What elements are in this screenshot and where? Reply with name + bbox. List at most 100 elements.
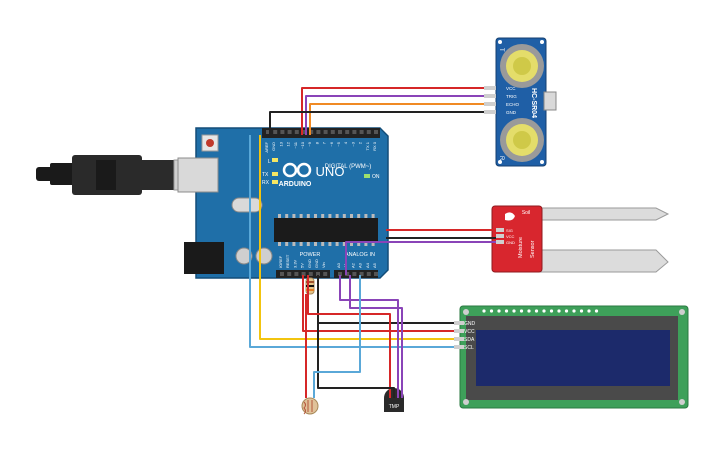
- wire-temp-gnd: [317, 323, 395, 398]
- power-header-label: POWER: [300, 252, 321, 258]
- crystal-icon: [231, 197, 263, 213]
- header-pin: [345, 272, 350, 276]
- top-pin-label: ~9: [307, 141, 312, 146]
- soil-pin-label: GND: [506, 240, 515, 245]
- header-pin: [273, 130, 278, 134]
- header-pin: [309, 130, 314, 134]
- lcd-pin-label: SDA: [464, 337, 475, 343]
- analog-pin-label: A2: [350, 262, 355, 268]
- wire-ultrasonic-vcc: [301, 87, 484, 135]
- photoresistor: [301, 397, 319, 415]
- top-pin-label: 2: [358, 141, 363, 144]
- header-pin: [287, 272, 292, 276]
- power-pin-label: RESET: [285, 254, 290, 268]
- ultrasonic-pin: [484, 102, 496, 106]
- wire-temp-vcc: [307, 275, 391, 398]
- top-pin-label: ~6: [329, 141, 334, 146]
- soil-probe: [539, 207, 670, 221]
- wire-lcd-scl: [249, 135, 454, 348]
- header-pin: [338, 272, 342, 276]
- soil-probe: [539, 249, 669, 273]
- lcd-pin: [454, 337, 464, 341]
- top-pin-label: 13: [278, 141, 283, 146]
- ultrasonic-side-label-r: R: [498, 156, 504, 161]
- power-pin-label: GND: [307, 259, 312, 268]
- power-pin-label: IOREF: [278, 255, 283, 268]
- header-pin: [352, 130, 357, 134]
- soil-pin: [496, 234, 504, 238]
- power-pin-label: 3.3V: [292, 259, 297, 268]
- led-label-l: L: [268, 159, 271, 165]
- top-pin-label: ~5: [336, 141, 341, 146]
- digital-header-label: DIGITAL (PWM~): [325, 164, 372, 170]
- arduino-brand: ARDUINO: [279, 181, 312, 188]
- top-pin-label: 7: [322, 141, 327, 144]
- wire-temp-signal-2: [349, 275, 403, 398]
- header-pin: [287, 130, 292, 134]
- arduino-model: UNO: [316, 164, 345, 179]
- header-pin: [280, 272, 284, 276]
- ultrasonic-model: HC-SR04: [530, 88, 537, 118]
- top-pin-label: TX 1: [365, 141, 370, 150]
- header-pin: [359, 130, 364, 134]
- top-pin-label: 12: [286, 141, 291, 146]
- header-pin: [330, 130, 335, 134]
- header-pin: [374, 272, 378, 276]
- top-pin-label: ~11: [293, 141, 298, 148]
- lcd-pin-label: SCL: [464, 345, 474, 351]
- header-pin: [294, 130, 299, 134]
- ultrasonic-pin: [484, 94, 496, 98]
- header-pin: [280, 130, 285, 134]
- wire-ultrasonic-gnd: [269, 111, 484, 135]
- wire-ldr-signal: [313, 275, 361, 398]
- ultrasonic-pin-label: VCC: [506, 86, 516, 91]
- capacitor-icon: [255, 247, 273, 265]
- power-jack: [184, 242, 224, 274]
- header-pin: [308, 272, 313, 276]
- header-pin: [366, 130, 371, 134]
- header-pin: [316, 130, 321, 134]
- lcd-pin-label: VCC: [464, 329, 475, 335]
- lcd-module: GND VCC SDA SCL: [454, 305, 689, 409]
- ultrasonic-pin-label: TRIG: [506, 94, 517, 99]
- header-pin: [359, 272, 364, 276]
- wire-ultrasonic-trig: [305, 95, 484, 135]
- transducer-icon: [500, 118, 544, 162]
- soil-pin-label: VCC: [506, 234, 515, 239]
- temp-sensor-label: TMP: [389, 404, 400, 410]
- analog-pin-label: A5: [372, 262, 377, 268]
- wire-ultrasonic-echo: [309, 103, 484, 135]
- lcd-pin-label: GND: [464, 321, 476, 327]
- ultrasonic-pin-label: ECHO: [506, 102, 520, 107]
- wire-soil-sig: [345, 241, 496, 275]
- header-pin: [294, 272, 299, 276]
- wire-lcd-vcc: [302, 275, 454, 332]
- header-pin: [266, 130, 270, 134]
- soil-pin-label: SIG: [506, 228, 513, 233]
- power-pin-label: GND: [314, 259, 319, 268]
- ultrasonic-pin: [484, 110, 496, 114]
- power-pin-label: Vin: [321, 262, 326, 268]
- analog-pin-label: A3: [358, 262, 363, 268]
- arduino-logo-icon: [282, 162, 312, 178]
- top-pin-label: ~3: [350, 141, 355, 146]
- header-pin: [374, 130, 378, 134]
- led-label-tx: TX: [262, 172, 269, 178]
- header-pin: [345, 130, 350, 134]
- header-pin: [323, 272, 328, 276]
- led-label-rx: RX: [262, 180, 270, 186]
- lcd-pin: [454, 329, 464, 333]
- analog-pin-label: A0: [336, 262, 341, 268]
- top-pin-label: RX 0: [372, 141, 377, 151]
- top-pin-label: ~10: [300, 141, 305, 149]
- power-pin-label: 5V: [300, 263, 305, 268]
- lcd-screen: [476, 330, 670, 386]
- header-pin: [301, 272, 306, 276]
- soil-sensor-word: Sensor: [530, 240, 536, 258]
- lcd-pin: [454, 345, 464, 349]
- soil-pin: [496, 240, 504, 244]
- atmega-chip: [274, 218, 378, 242]
